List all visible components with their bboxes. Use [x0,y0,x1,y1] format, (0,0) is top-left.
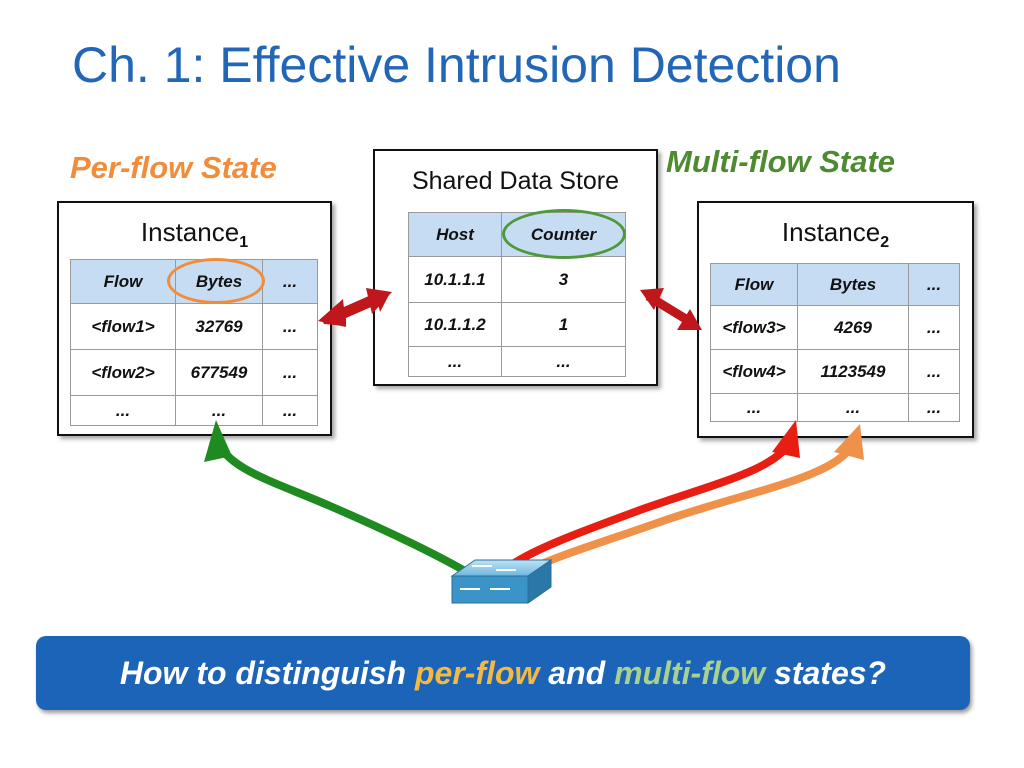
table-cell: 10.1.1.1 [408,256,502,303]
table-cell: <flow2> [70,349,176,396]
shared-header-host: Host [408,212,502,257]
instance2-header-more: ... [908,263,960,306]
sync-arrow-left [318,288,392,327]
table-cell: ... [408,346,502,377]
table-cell: ... [262,303,318,350]
table-cell: ... [175,395,263,426]
question-banner: How to distinguish per-flow and multi-fl… [36,636,970,710]
table-cell: 3 [501,256,626,303]
table-cell: ... [710,393,798,422]
banner-text-1: How to distinguish [119,655,415,691]
counter-highlight-oval [502,209,626,259]
sync-arrow-right [640,288,702,330]
table-cell: ... [501,346,626,377]
multi-flow-state-label: Multi-flow State [666,144,896,179]
instance2-header-bytes: Bytes [797,263,909,306]
shared-data-store-box: Shared Data Store Host Counter 10.1.1.1 … [373,149,658,386]
instance2-title: Instance2 [699,217,972,252]
table-cell: ... [70,395,176,426]
instance1-header-flow: Flow [70,259,176,304]
banner-highlight-multi-flow: multi-flow [614,655,766,691]
table-cell: 10.1.1.2 [408,302,502,347]
table-cell: ... [797,393,909,422]
green-flow-arrow [204,420,492,589]
table-cell: 4269 [797,305,909,350]
table-cell: ... [908,393,960,422]
banner-text-3: states? [765,655,887,691]
instance1-title-text: Instance [140,217,240,247]
instance2-title-text: Instance [781,217,881,247]
table-cell: 1123549 [797,349,909,394]
shared-data-store-title: Shared Data Store [411,167,620,195]
table-cell: 677549 [175,349,263,396]
instance2-table: Flow Bytes ... <flow3> 4269 ... <flow4> … [710,263,960,422]
table-cell: <flow1> [70,303,176,350]
page-title: Ch. 1: Effective Intrusion Detection [72,37,841,93]
bytes-highlight-oval [167,258,265,304]
per-flow-state-label: Per-flow State [70,150,277,185]
instance2-subscript: 2 [880,234,890,252]
table-cell: <flow3> [710,305,798,350]
table-cell: ... [262,395,318,426]
switch-icon [450,559,553,604]
table-cell: <flow4> [710,349,798,394]
instance2-header-flow: Flow [710,263,798,306]
table-cell: ... [908,305,960,350]
banner-text-2: and [539,655,615,691]
banner-highlight-per-flow: per-flow [414,655,540,691]
instance1-subscript: 1 [239,234,249,252]
instance2-box: Instance2 Flow Bytes ... <flow3> 4269 ..… [697,201,974,438]
instance1-title: Instance1 [59,217,330,252]
